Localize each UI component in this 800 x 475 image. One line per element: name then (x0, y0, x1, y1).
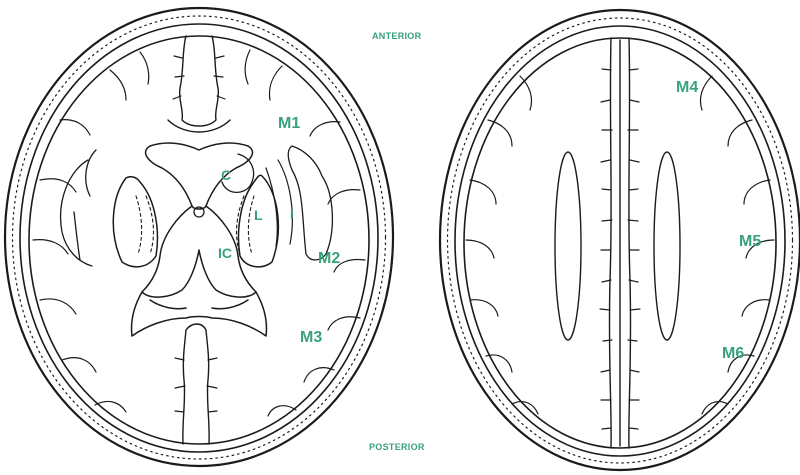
right-sulci-right (700, 76, 774, 414)
left-sulci-right-hemisphere (245, 50, 365, 416)
insula-label: I (290, 208, 294, 221)
right-midline-fissure (609, 38, 630, 448)
lentiform-label: L (254, 208, 263, 222)
posterior-label: POSTERIOR (369, 443, 425, 452)
m2-label: M2 (318, 251, 340, 267)
left-skull-inner (20, 24, 378, 452)
left-posterior-horns (131, 292, 266, 336)
m3-label: M3 (300, 330, 322, 346)
left-fissure-ticks (173, 56, 225, 99)
left-insula-ridge (266, 160, 292, 246)
m4-label: M4 (676, 80, 698, 96)
left-posterior-fissure (183, 324, 209, 444)
left-brain-surface (29, 36, 369, 444)
m1-label: M1 (278, 116, 300, 132)
left-brain-section (5, 8, 393, 466)
left-sylvian-right (288, 146, 332, 260)
right-semiovale-right (654, 152, 680, 340)
left-sylvian-left (61, 150, 96, 266)
left-anterior-fissure (180, 36, 219, 126)
left-lentiform-left (113, 177, 157, 267)
m6-label: M6 (722, 346, 744, 362)
left-posterior-fissure-ticks (175, 358, 217, 412)
internal-capsule-label: IC (218, 246, 232, 260)
right-semiovale-left (555, 152, 581, 340)
left-ventricles-frontal (146, 143, 253, 209)
anterior-label: ANTERIOR (372, 32, 421, 41)
caudate-label: C (221, 168, 231, 182)
m5-label: M5 (739, 234, 761, 250)
left-skull-diploe (13, 16, 386, 459)
